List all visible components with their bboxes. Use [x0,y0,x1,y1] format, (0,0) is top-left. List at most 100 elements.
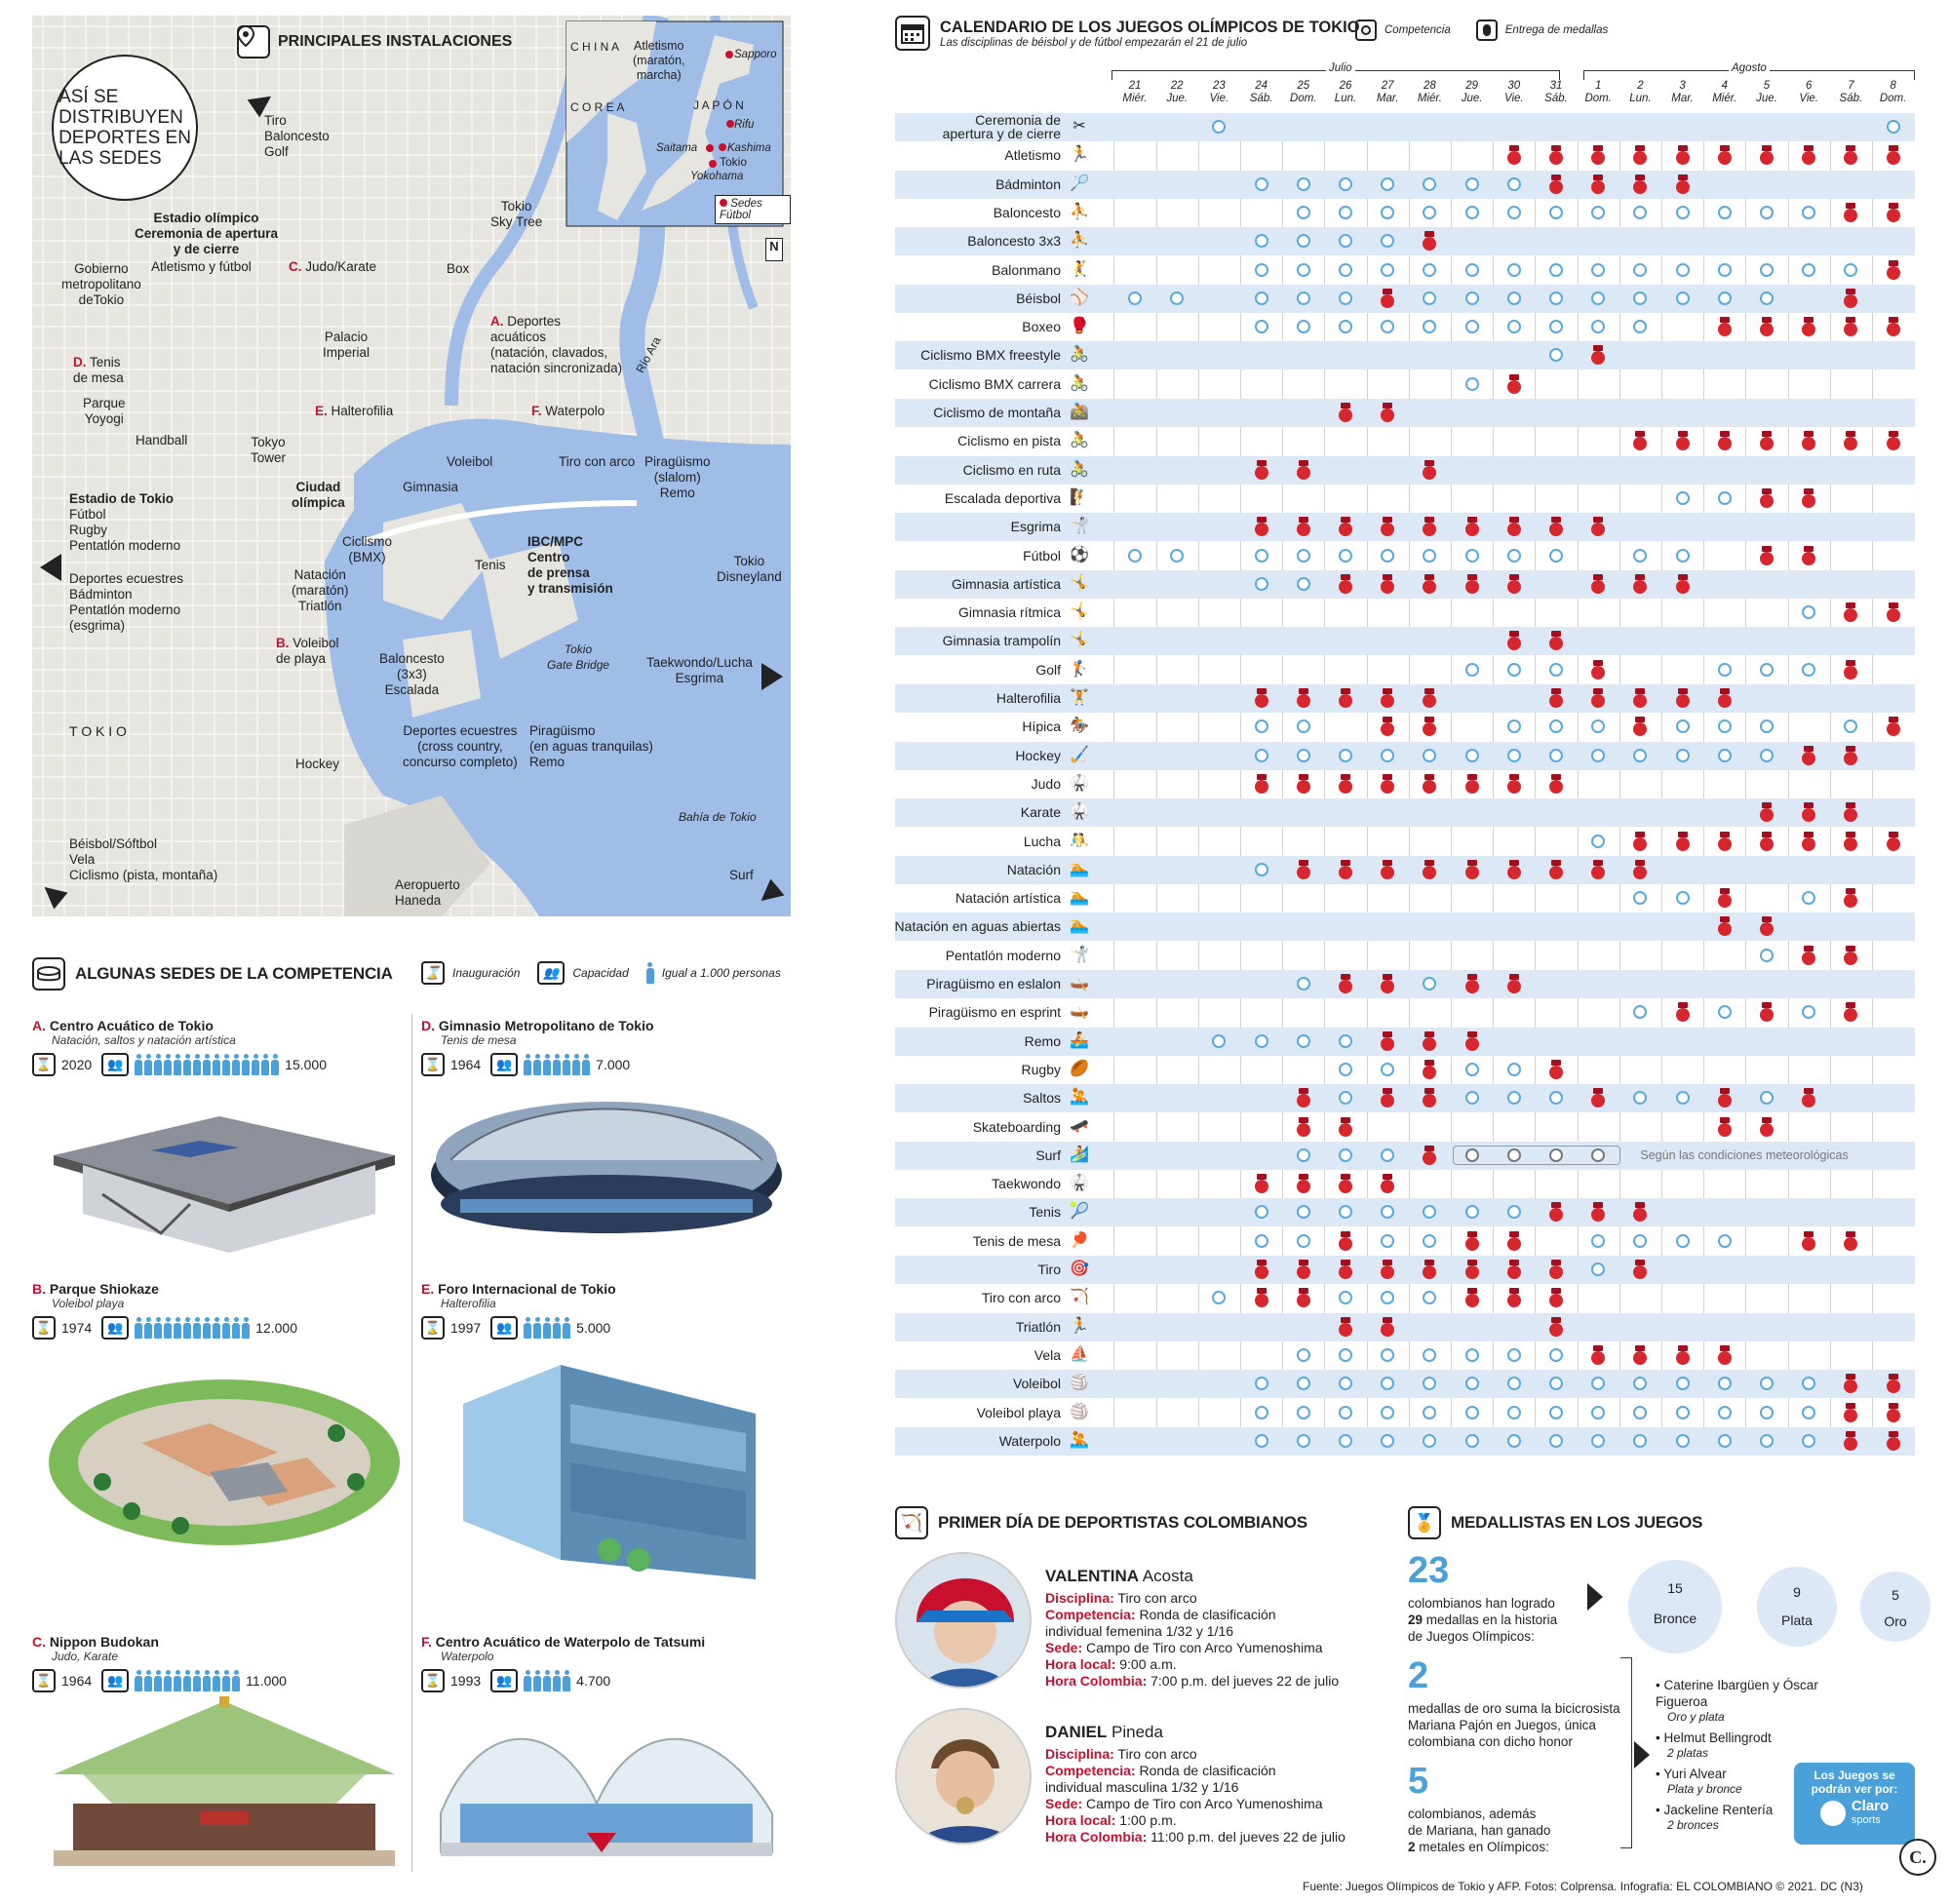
medal-icon [1760,487,1774,508]
competition-dot-icon [1381,748,1395,762]
grid-line [1829,113,1831,1457]
map-label-voleibol-playa: Voleibol de playa [276,636,339,666]
sport-name: Saltos [1023,1090,1061,1107]
medal-count: 15 [1667,1580,1683,1597]
medal-icon [1844,945,1858,965]
venue-card: C. Nippon Budokan Judo, Karate ⌛ 1964 👥 … [32,1634,403,1692]
medal-icon [1802,1230,1816,1251]
map-label-beisbol: Béisbol/Sóftbol Vela Ciclismo (pista, mo… [69,836,218,882]
sport-name: Escalada deportiva [944,489,1061,506]
sport-icon: 🏐 [1070,1403,1089,1420]
grid-line [1577,113,1579,1457]
map-label-yoyogi: Parque Yoyogi [83,396,126,426]
medal-icon [1381,1260,1395,1279]
day-name: Vie. [1799,93,1818,104]
day-number: 26 [1339,80,1352,92]
calendar-row: Halterofilia🏋 [895,684,1915,713]
competition-dot-icon [1296,1033,1310,1048]
medals-header: 🏅 MEDALLISTAS EN LOS JUEGOS [1408,1506,1702,1539]
label-hora-colombia: Hora Colombia: [1045,1673,1148,1689]
medal-icon [1339,517,1352,537]
medal-icon [1254,688,1268,708]
arrow-icon [761,663,783,690]
sport-name: Béisbol [1016,290,1061,306]
competition-dot-icon [1464,548,1479,563]
el-colombiano-logo: C. [1899,1839,1936,1876]
athlete-last-name: Pineda [1107,1723,1163,1741]
day-name: Miér. [1417,93,1442,104]
medal-icon [1296,1288,1310,1308]
calendar-row: Esgrima🤺 [895,513,1915,542]
calendar-row: Tenis de mesa🏓 [895,1227,1915,1256]
medal-icon [1886,202,1900,222]
competition-dot-icon [1591,1233,1606,1248]
medal-icon [1802,1088,1816,1108]
competition-dot-icon [1381,1347,1395,1362]
competition-dot-icon [1844,262,1858,277]
value-sede: Campo de Tiro con Arco Yumenoshima [1082,1640,1323,1655]
competition-dot-icon [1254,548,1268,563]
competition-dot-icon [1506,1377,1521,1391]
tentative-dot-icon [1464,1147,1479,1162]
competition-dot-icon [1254,1205,1268,1220]
person-icon [261,1054,270,1075]
competition-dot-icon [1802,1405,1816,1419]
medals-total: 23 colombianos han logrado 29 medallas e… [1408,1552,1593,1645]
grid-line [1408,113,1410,1457]
medal-icon [1633,717,1648,737]
grid-line [1451,113,1452,1457]
sport-icon: 🚴 [1070,460,1089,478]
person-icon [203,1317,212,1339]
competition-dot-icon [1633,548,1648,563]
competition-dot-icon [1549,719,1563,734]
competition-dot-icon [1549,1433,1563,1448]
label-disciplina: Disciplina: [1045,1746,1114,1762]
person-icon [135,1317,143,1339]
sport-name: Atletismo [1004,147,1061,164]
label-hora-local: Hora local: [1045,1812,1116,1828]
competition-dot-icon [1549,662,1563,677]
medal-icon [1675,1002,1690,1023]
venue-letter: E. [421,1281,435,1297]
map-label-halterofilia: Halterofilia [331,404,394,418]
competition-dot-icon [1381,1291,1395,1305]
medal-icon [1675,831,1690,851]
label-disciplina: Disciplina: [1045,1590,1114,1606]
day-name: Mar. [1671,93,1694,104]
medal-icon [1296,459,1310,480]
medal-icon [1296,1260,1310,1279]
person-icon [645,962,654,984]
medal-icon [1591,1202,1606,1223]
medal-icon [1254,1260,1268,1279]
month-july: Julio [1326,62,1355,74]
sport-name: Waterpolo [998,1432,1061,1449]
calendar-row: Remo🚣 [895,1027,1915,1056]
competition-dot-icon [1339,548,1352,563]
medal-icon [1717,317,1732,337]
medal-icon [1464,1230,1479,1251]
competition-dot-icon [1506,1347,1521,1362]
medal-icon [1591,573,1606,594]
map-label-handball: Handball [136,433,188,447]
competition-dot-icon [1506,1433,1521,1448]
sport-name: Tiro con arco [981,1290,1061,1306]
competition-dot-icon [1591,748,1606,762]
competition-dot-icon [1633,1091,1648,1106]
total-medalists-text: colombianos han logrado [1408,1596,1555,1611]
map-label-cross-country: Deportes ecuestres (cross country, concu… [403,723,518,769]
medal-count: 9 [1793,1584,1801,1601]
person-icon [164,1317,173,1339]
medal-icon [1254,459,1268,480]
tentative-dot-icon [1549,1147,1563,1162]
competition-dot-icon [1591,1433,1606,1448]
medal-icon [1802,545,1816,565]
competition-dot-icon [1464,748,1479,762]
medal-icon [1339,688,1352,708]
person-icon [232,1317,241,1339]
map-label-acuaticos: Deportes acuáticos (natación, clavados, … [490,314,623,375]
calendar-legend: Competencia Entrega de medallas [1355,19,1608,41]
medal-icon: 🏅 [1408,1506,1441,1539]
surf-tentative-box [1452,1145,1621,1165]
